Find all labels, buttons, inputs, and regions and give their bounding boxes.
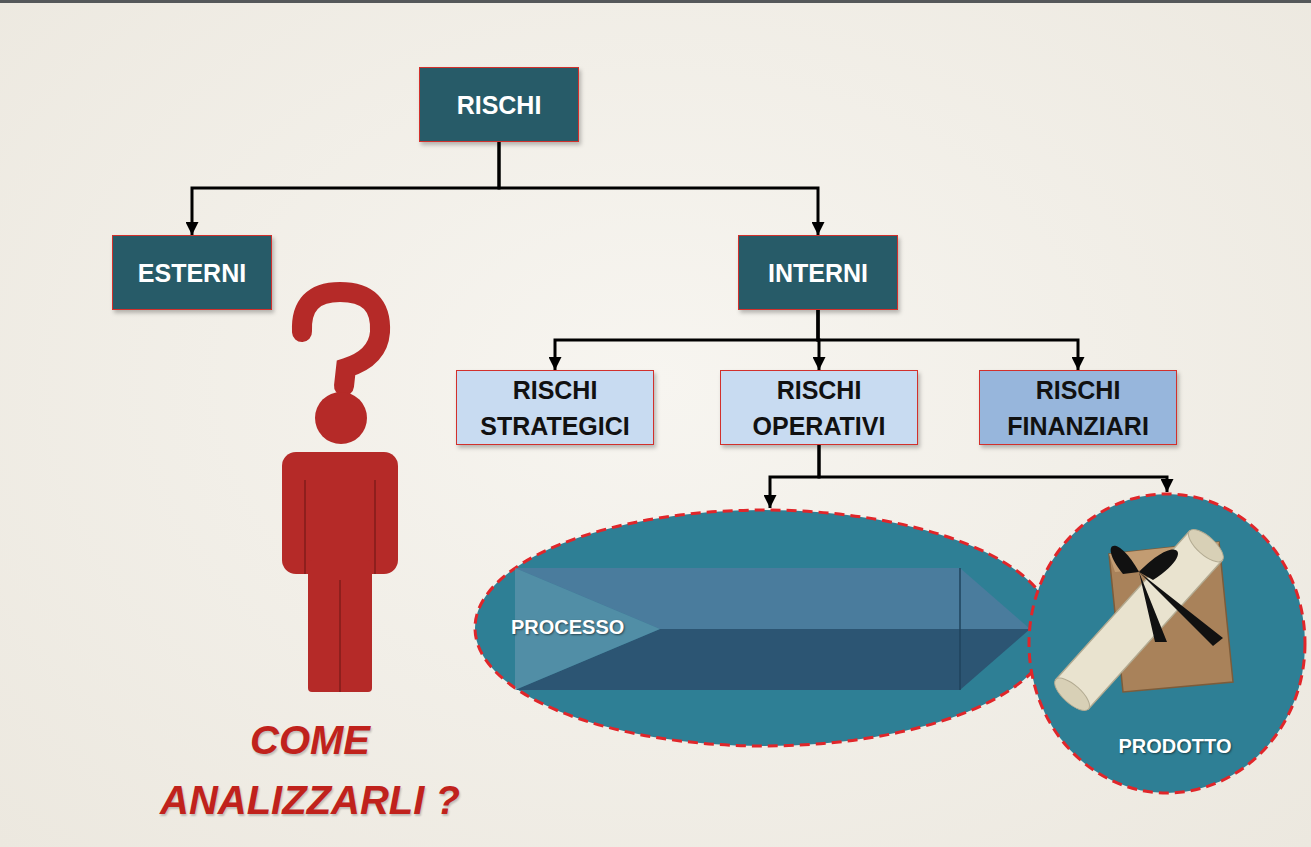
process-ellipse: PROCESSO — [473, 508, 1055, 748]
connector-arrow — [499, 142, 818, 235]
ribbon-bow — [1111, 546, 1223, 646]
node-text: PROCESSO — [511, 616, 691, 639]
person-arm-line — [374, 480, 376, 574]
node-text: RISCHI — [457, 87, 542, 123]
connector-arrow — [555, 310, 818, 370]
root-box: RISCHI — [419, 67, 579, 142]
risk-type-box: RISCHI OPERATIVI — [720, 370, 918, 445]
scroll — [1050, 524, 1229, 715]
product-circle: PRODOTTO — [1027, 492, 1307, 795]
gift-illustration — [1050, 524, 1233, 715]
dashed-outline — [475, 510, 1053, 746]
risk-type-box: RISCHI FINANZIARI — [979, 370, 1177, 445]
connector-arrow — [818, 310, 1078, 370]
category-box: ESTERNI — [112, 235, 272, 310]
question-mark — [302, 292, 380, 386]
arrow-edge — [959, 568, 961, 690]
node-text: INTERNI — [768, 255, 868, 291]
question-label: COME ANALIZZARLI ? — [120, 710, 500, 830]
person-head — [315, 392, 367, 444]
node-text: RISCHI FINANZIARI — [980, 372, 1176, 444]
node-text: PRODOTTO — [1035, 735, 1311, 758]
scroll-end — [1184, 524, 1229, 567]
category-box: INTERNI — [738, 235, 898, 310]
node-text: RISCHI STRATEGICI — [457, 372, 653, 444]
scroll-end — [1050, 673, 1095, 716]
node-text: ESTERNI — [138, 255, 246, 291]
scroll-body — [1056, 531, 1223, 709]
connector-arrow — [818, 310, 819, 370]
person-leg-split — [339, 580, 341, 692]
connector-arrow — [192, 142, 499, 235]
connector-arrow — [819, 445, 1167, 492]
top-bar — [0, 0, 1311, 3]
person-legs — [308, 560, 372, 692]
person-arm-line — [304, 480, 306, 574]
connector-arrow — [770, 445, 819, 508]
person-torso — [282, 452, 398, 574]
risk-type-box: RISCHI STRATEGICI — [456, 370, 654, 445]
node-text: RISCHI OPERATIVI — [721, 372, 917, 444]
